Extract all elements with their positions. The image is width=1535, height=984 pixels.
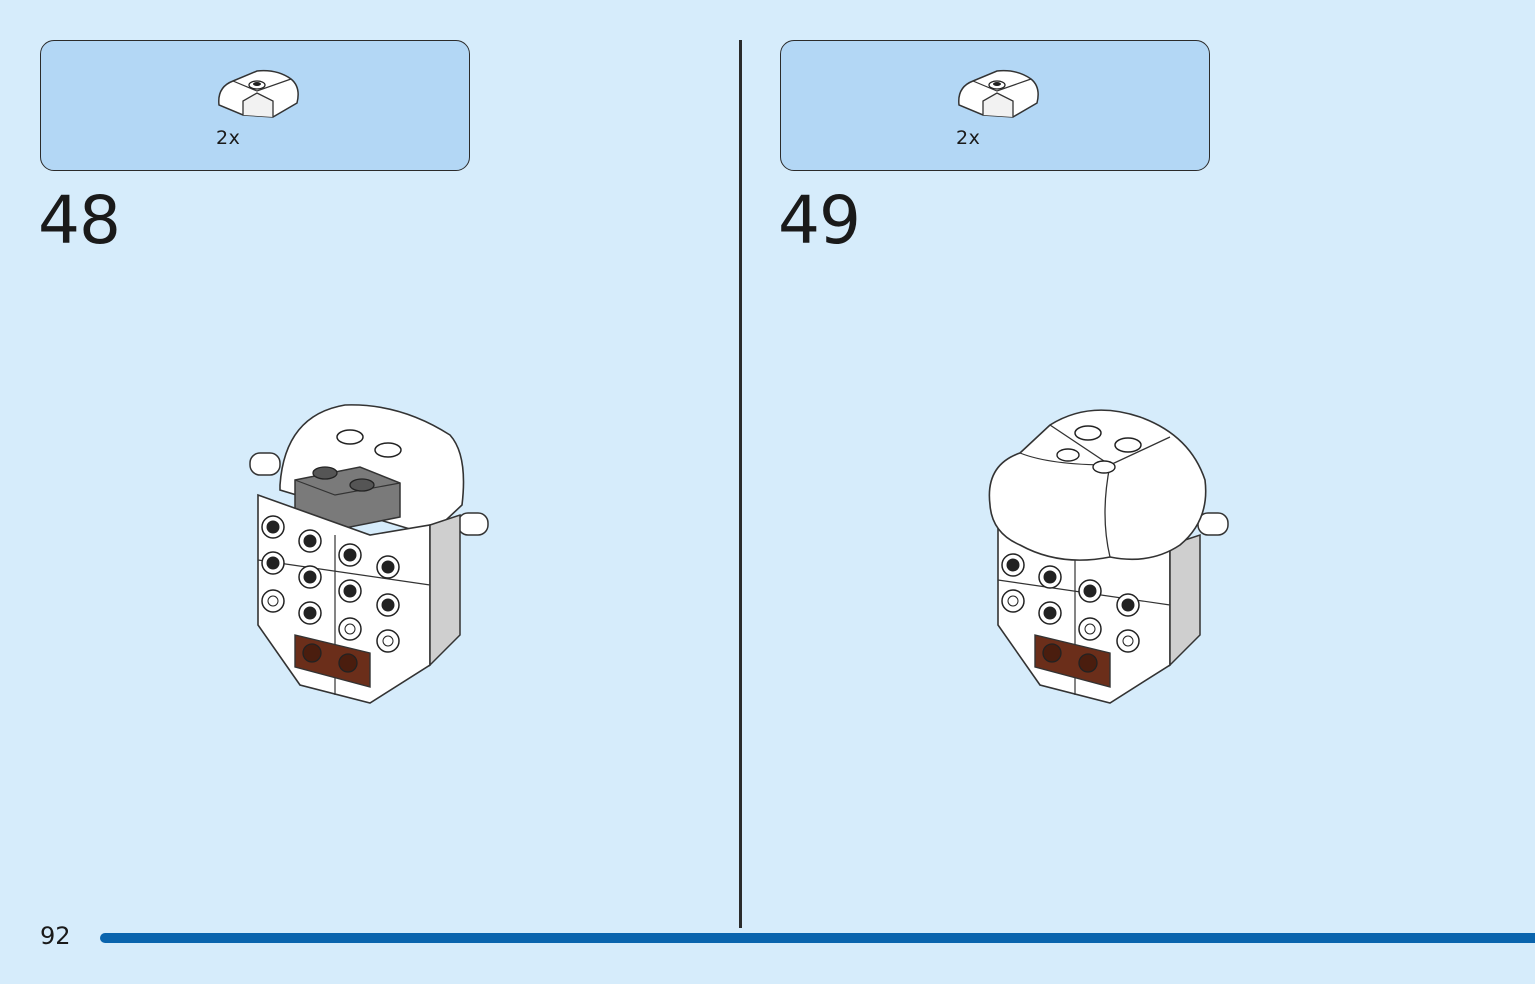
step-48-model-illustration [249, 404, 489, 704]
page-divider [739, 40, 742, 928]
step-number: 49 [778, 182, 861, 259]
part-quantity: 2x [956, 127, 981, 149]
step-49-model-illustration [988, 409, 1229, 704]
page-number: 92 [40, 922, 71, 950]
curved-slope-brick-icon [218, 69, 299, 118]
part-quantity: 2x [216, 127, 241, 149]
step-48-parts-box: 2x [40, 40, 470, 171]
curved-slope-brick-icon [958, 69, 1039, 118]
step-49-parts-box: 2x [780, 40, 1210, 171]
step-number: 48 [38, 182, 121, 259]
footer-bar [100, 933, 1535, 943]
